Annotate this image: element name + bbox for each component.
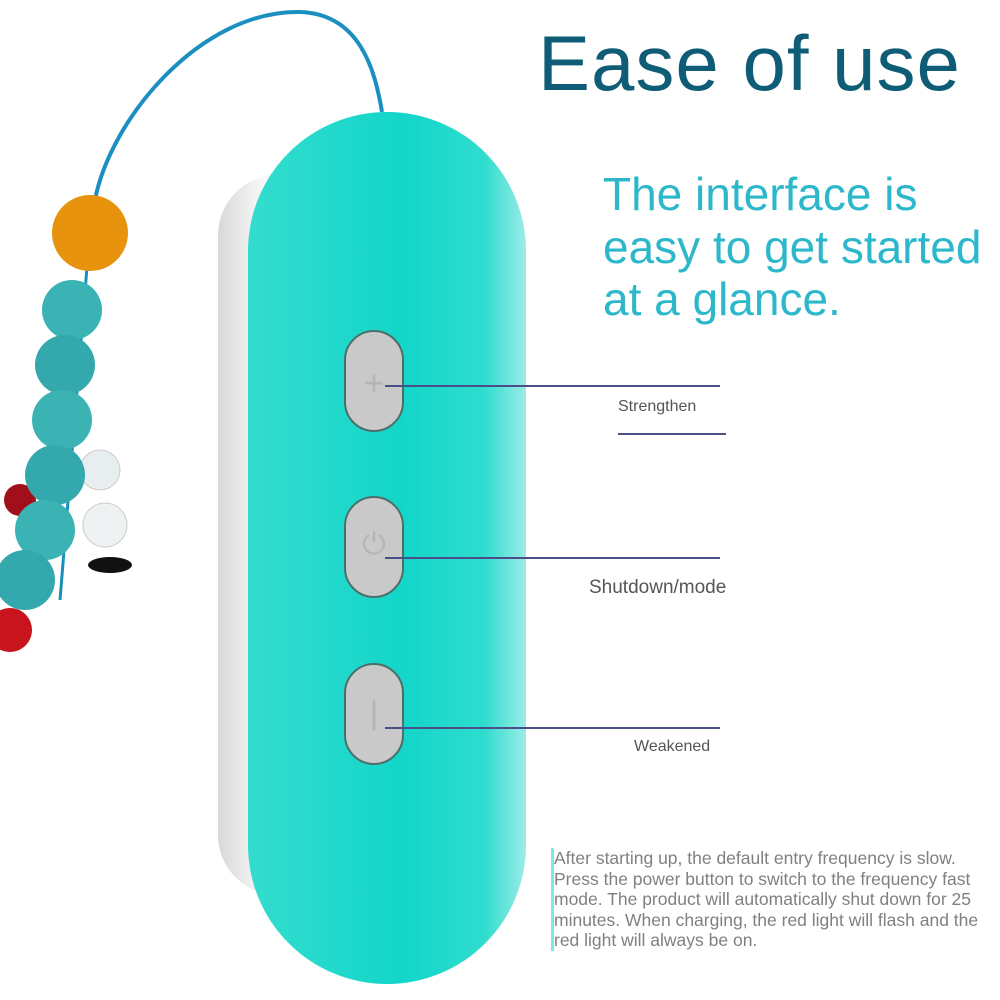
turquoise-bead — [42, 280, 102, 340]
subheadline: The interface is easy to get started at … — [603, 168, 982, 325]
turquoise-bead — [0, 550, 55, 610]
lanyard-beads-illustration — [0, 9, 384, 652]
black-spacer — [88, 557, 132, 573]
turquoise-bead — [35, 335, 95, 395]
power-mode-button[interactable]: ⏻ — [344, 496, 404, 598]
callout-line-weakened — [385, 727, 720, 729]
callout-line-strengthen — [385, 385, 720, 387]
callout-line-shutdown — [385, 557, 720, 559]
clear-bead — [82, 502, 128, 548]
turquoise-bead — [25, 445, 85, 505]
turquoise-bead — [32, 390, 92, 450]
description-paragraph: After starting up, the default entry fre… — [551, 848, 999, 951]
headline: Ease of use — [538, 19, 961, 107]
lanyard-string — [93, 9, 384, 201]
label-shutdown-mode: Shutdown/mode — [589, 577, 727, 598]
power-icon: ⏻ — [362, 528, 386, 561]
plus-icon: + — [363, 362, 385, 403]
minus-icon: | — [369, 695, 379, 731]
turquoise-bead — [15, 500, 75, 560]
amber-bead — [52, 195, 128, 271]
label-weakened: Weakened — [634, 738, 711, 755]
label-underline — [618, 433, 726, 435]
strengthen-button[interactable]: + — [344, 330, 404, 432]
clear-bead — [79, 449, 121, 491]
weaken-button[interactable]: | — [344, 663, 404, 765]
label-strengthen: Strengthen — [618, 398, 697, 415]
red-bead — [0, 608, 32, 652]
